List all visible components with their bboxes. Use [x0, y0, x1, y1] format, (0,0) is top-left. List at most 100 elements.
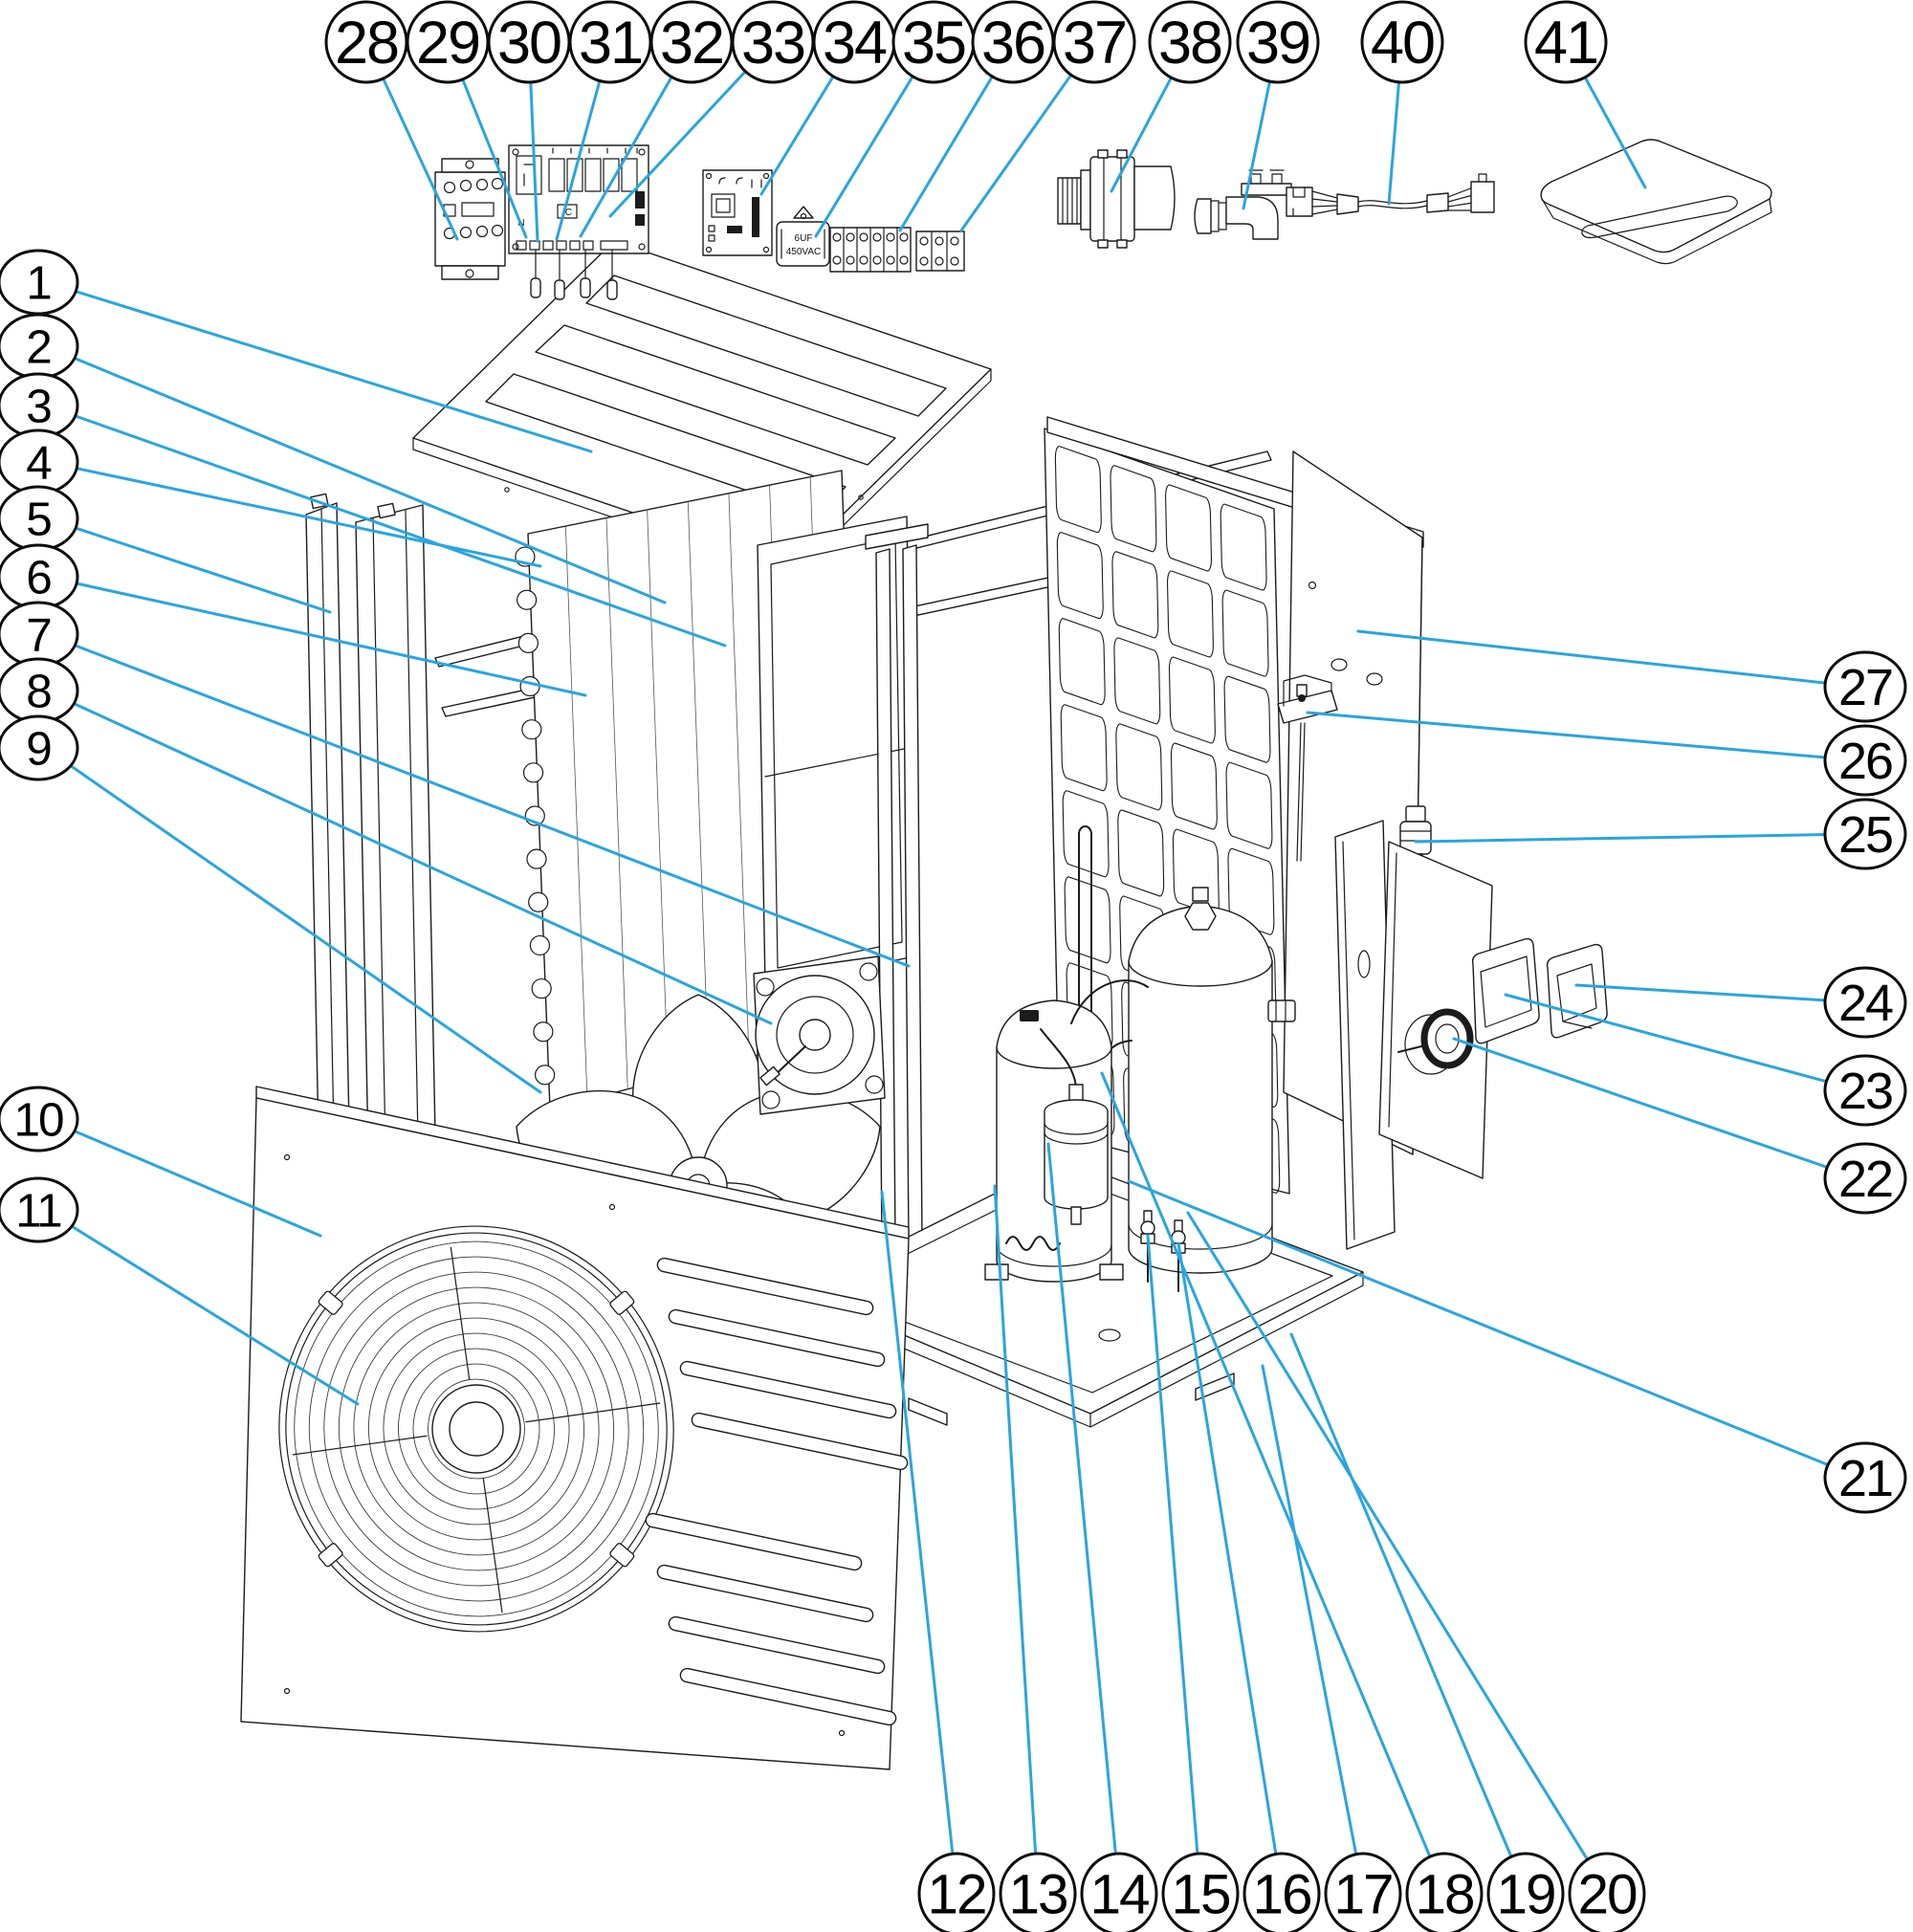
leader-line-4: [75, 467, 542, 568]
right-side-panel: [1378, 841, 1493, 1179]
coil-return-bend: [517, 589, 538, 610]
leader-line-28: [382, 77, 459, 241]
grid-cell: [1063, 789, 1109, 878]
leader-line-17: [1261, 1364, 1358, 1856]
capacitor-label-2: 450VAC: [786, 247, 822, 257]
leader-line-7: [73, 644, 911, 968]
terminal-block-3p: [915, 231, 965, 272]
louver-slot: [656, 1257, 874, 1316]
callout-number-17: 17: [1333, 1863, 1392, 1925]
callout-bubble-40: [1360, 0, 1444, 84]
callout-number-19: 19: [1496, 1863, 1554, 1925]
callout-number-26: 26: [1838, 733, 1892, 790]
coil-return-bend: [517, 632, 539, 653]
louver-slot: [668, 1308, 886, 1368]
callout-bubble-13: [999, 1852, 1077, 1932]
callout-number-40: 40: [1371, 10, 1434, 77]
callout-bubble-16: [1242, 1852, 1321, 1932]
leader-line-36: [898, 75, 994, 232]
grid-cell: [1169, 655, 1215, 744]
callout-number-25: 25: [1838, 806, 1892, 864]
leader-line-9: [69, 764, 542, 1094]
callout-bubble-11: [0, 1176, 79, 1243]
coil-return-bend: [522, 762, 544, 783]
callout-number-24: 24: [1838, 975, 1893, 1032]
evaporator-fin: [647, 509, 669, 1079]
grille-spoke: [450, 1246, 471, 1380]
grille-clip: [609, 1290, 635, 1315]
callout-number-20: 20: [1577, 1863, 1637, 1925]
leader-line-14: [1046, 1142, 1117, 1855]
callout-number-11: 11: [15, 1184, 61, 1237]
leader-line-10: [73, 1130, 322, 1238]
callout-bubble-10: [0, 1086, 79, 1153]
callout-bubble-18: [1405, 1852, 1484, 1932]
callout-bubble-9: [0, 714, 79, 781]
grid-cell: [1220, 503, 1266, 592]
callout-number-16: 16: [1252, 1863, 1310, 1925]
leader-line-30: [529, 80, 539, 243]
coil-return-bends: [515, 546, 556, 1086]
callout-number-30: 30: [497, 10, 561, 77]
drain-elbow: [1194, 169, 1292, 240]
callout-number-39: 39: [1246, 10, 1309, 77]
callout-number-5: 5: [26, 493, 51, 545]
grid-cell: [1055, 445, 1101, 534]
coil-return-bend: [535, 1065, 556, 1086]
sensor-bracket: [1277, 674, 1338, 862]
leader-line-24: [1574, 983, 1827, 1002]
grille-clip: [318, 1290, 343, 1315]
fan-motor: [753, 955, 886, 1115]
callout-number-4: 4: [26, 436, 52, 489]
louver-slot: [645, 1512, 863, 1571]
grid-cell: [1165, 483, 1211, 572]
callout-bubble-38: [1148, 0, 1232, 84]
callout-bubble-27: [1823, 650, 1907, 723]
louver-slots: [645, 1257, 909, 1726]
leader-line-6: [75, 582, 587, 697]
callout-number-33: 33: [741, 10, 804, 77]
evaporator-fin: [687, 501, 710, 1068]
evaporator-fin: [564, 526, 588, 1100]
leader-line-12: [880, 1190, 955, 1855]
coil-return-bend: [526, 848, 547, 869]
leader-line-19: [1289, 1332, 1513, 1858]
callout-number-31: 31: [579, 10, 642, 77]
leader-line-37: [959, 73, 1073, 232]
grid-cell: [1222, 589, 1268, 678]
callout-number-8: 8: [26, 665, 51, 717]
coil-return-bend: [529, 934, 551, 956]
leader-line-25: [1414, 833, 1827, 844]
inner-support-panel: [1334, 820, 1396, 1250]
callout-bubble-21: [1823, 1441, 1907, 1514]
louver-slot: [691, 1412, 909, 1471]
grid-cell: [1065, 875, 1110, 964]
callout-number-12: 12: [927, 1863, 985, 1925]
louver-slot: [656, 1564, 874, 1623]
grid-cell: [1110, 464, 1156, 553]
callout-number-1: 1: [26, 256, 51, 309]
leader-line-41: [1583, 76, 1647, 189]
grille-clips: [318, 1290, 635, 1568]
grid-cell: [1057, 531, 1103, 620]
callout-number-41: 41: [1534, 10, 1597, 77]
leader-line-32: [579, 75, 673, 238]
callout-bubble-39: [1236, 0, 1320, 84]
grid-cell: [1112, 550, 1158, 639]
pcb-ic-label: IC: [562, 208, 572, 218]
leader-line-27: [1356, 629, 1827, 685]
callout-number-7: 7: [26, 608, 51, 661]
leader-line-22: [1452, 1037, 1829, 1169]
callout-bubble-17: [1324, 1852, 1402, 1932]
callout-number-3: 3: [26, 380, 51, 432]
callout-number-38: 38: [1158, 10, 1221, 77]
callout-bubble-22: [1823, 1142, 1907, 1215]
callout-bubble-20: [1568, 1852, 1646, 1932]
grille-spoke: [525, 1402, 661, 1423]
callout-number-28: 28: [335, 10, 398, 77]
leader-line-8: [72, 702, 773, 1025]
coil-return-bend: [521, 719, 542, 740]
callout-number-18: 18: [1415, 1863, 1473, 1925]
